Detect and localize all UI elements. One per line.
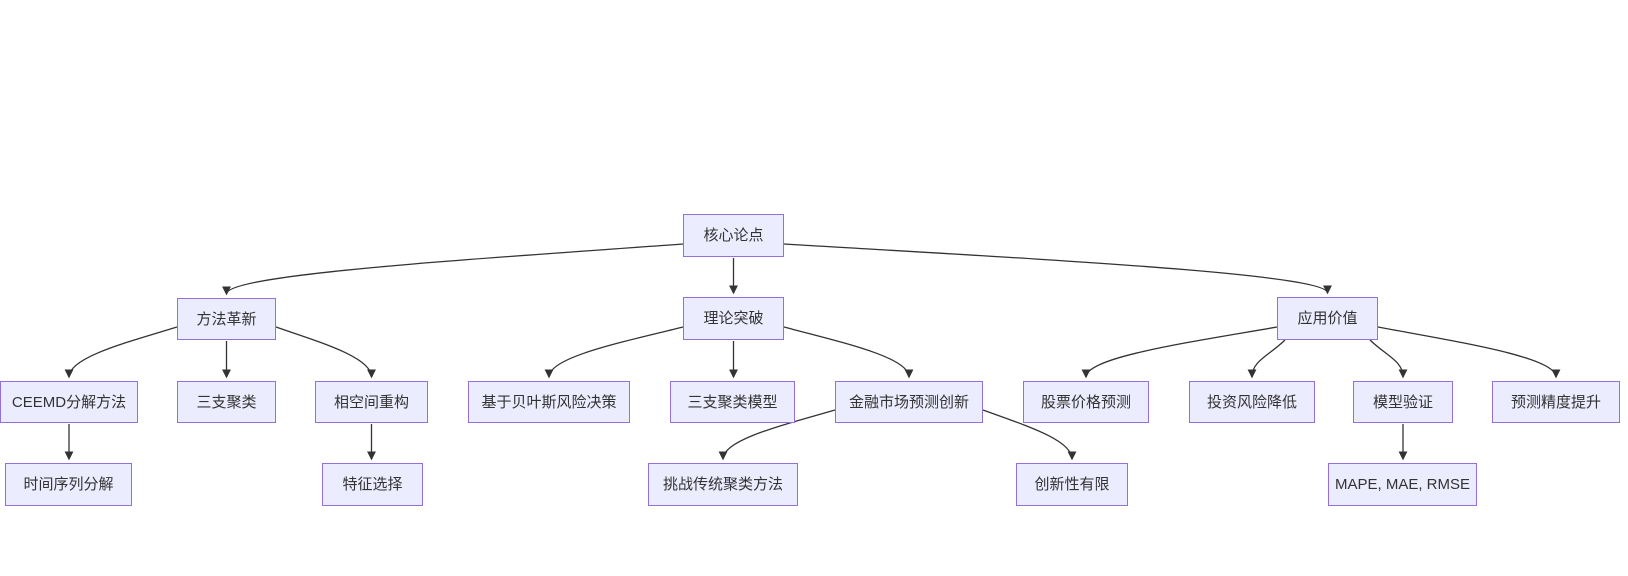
node-label: 模型验证 <box>1372 393 1433 411</box>
edge-core-thesis-application-value <box>783 243 1332 295</box>
edge-financial-market-forecast-innovation-limited-novelty <box>982 409 1077 461</box>
node-error-metrics: MAPE, MAE, RMSE <box>1328 463 1477 506</box>
node-phase-space-reconstruction: 相空间重构 <box>315 381 428 423</box>
node-label: 核心论点 <box>703 227 764 244</box>
node-bayesian-risk-decision: 基于贝叶斯风险决策 <box>468 381 630 423</box>
node-three-way-clustering: 三支聚类 <box>177 381 276 423</box>
edge-theory-breakthrough-financial-market-forecast-innovation <box>783 326 914 379</box>
edge-theory-breakthrough-bayesian-risk-decision <box>544 326 684 379</box>
edge-application-value-stock-price-forecast <box>1081 326 1278 379</box>
node-theory-breakthrough: 理论突破 <box>683 297 784 340</box>
node-limited-novelty: 创新性有限 <box>1016 463 1128 506</box>
node-label: 三支聚类 <box>196 393 257 411</box>
node-label: CEEMD分解方法 <box>11 393 127 411</box>
node-label: 特征选择 <box>342 476 403 493</box>
node-ceemd-decomposition: CEEMD分解方法 <box>0 381 138 423</box>
node-label: 创新性有限 <box>1034 476 1110 493</box>
edge-application-value-investment-risk-reduction <box>1247 339 1286 379</box>
node-model-validation: 模型验证 <box>1353 381 1453 423</box>
node-time-series-decomposition: 时间序列分解 <box>5 463 132 506</box>
edge-method-innovation-phase-space-reconstruction <box>275 326 377 379</box>
node-stock-price-forecast: 股票价格预测 <box>1023 381 1149 423</box>
edge-application-value-model-validation <box>1369 339 1408 379</box>
node-label: 相空间重构 <box>333 393 409 411</box>
node-forecast-precision-improvement: 预测精度提升 <box>1492 381 1620 423</box>
node-label: 方法革新 <box>196 310 257 328</box>
node-label: 时间序列分解 <box>23 476 114 493</box>
node-label: MAPE, MAE, RMSE <box>1334 476 1471 493</box>
node-feature-selection: 特征选择 <box>322 463 423 506</box>
node-core-thesis: 核心论点 <box>683 214 784 257</box>
node-label: 挑战传统聚类方法 <box>662 476 783 493</box>
node-label: 三支聚类模型 <box>687 393 778 411</box>
node-label: 基于贝叶斯风险决策 <box>481 393 617 411</box>
node-three-way-clustering-model: 三支聚类模型 <box>670 381 795 423</box>
edge-core-thesis-method-innovation <box>222 243 684 296</box>
node-method-innovation: 方法革新 <box>177 298 276 340</box>
node-challenge-traditional-clustering: 挑战传统聚类方法 <box>648 463 798 506</box>
node-label: 理论突破 <box>703 310 764 327</box>
node-application-value: 应用价值 <box>1277 297 1378 340</box>
node-label: 金融市场预测创新 <box>848 393 969 411</box>
edge-financial-market-forecast-innovation-challenge-traditional-clustering <box>718 409 836 461</box>
node-label: 投资风险降低 <box>1206 393 1297 411</box>
edge-method-innovation-ceemd-decomposition <box>64 326 178 379</box>
node-label: 股票价格预测 <box>1040 393 1131 411</box>
node-label: 应用价值 <box>1297 310 1358 327</box>
node-label: 预测精度提升 <box>1510 393 1601 411</box>
node-investment-risk-reduction: 投资风险降低 <box>1189 381 1315 423</box>
node-financial-market-forecast-innovation: 金融市场预测创新 <box>835 381 983 423</box>
edge-application-value-forecast-precision-improvement <box>1377 326 1561 379</box>
